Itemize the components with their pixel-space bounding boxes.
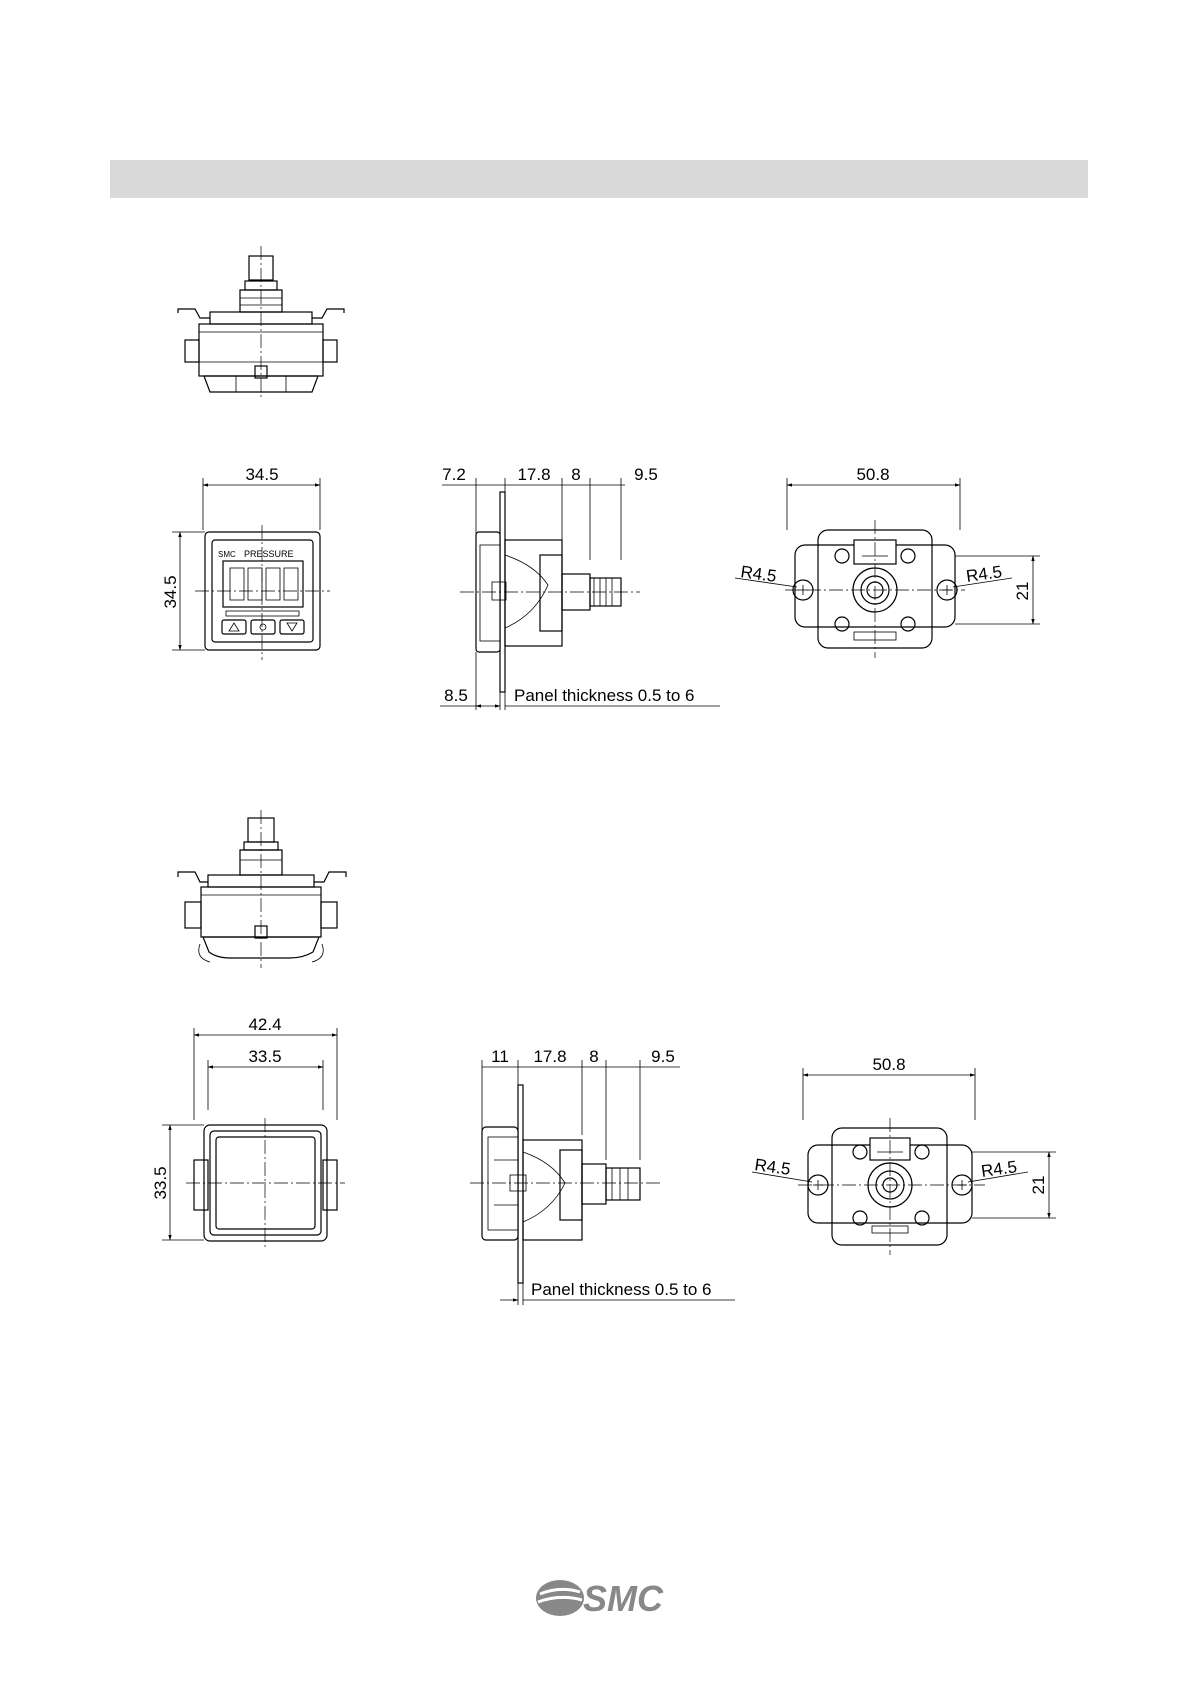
s2-rear-height-label: 21 <box>1029 1176 1048 1195</box>
s2-side-view: 11 17.8 8 9.5 Panel thickness 0.5 to 6 <box>470 1047 735 1305</box>
s2-side-d3-label: 8 <box>589 1047 598 1066</box>
s1-panel-thickness-note: Panel thickness 0.5 to 6 <box>514 686 695 705</box>
s1-front-width-label: 34.5 <box>245 465 278 484</box>
s1-rear-view: 50.8 R4.5 R4.5 21 <box>735 465 1040 658</box>
up-triangle-icon <box>229 623 239 631</box>
s2-rear-width-label: 50.8 <box>872 1055 905 1074</box>
s1-front-view: 34.5 34.5 SMC PRESSURE <box>161 465 330 660</box>
smc-logo-text: SMC <box>583 1578 664 1619</box>
s1-top-view <box>178 246 344 400</box>
s2-front-height-label: 33.5 <box>151 1166 170 1199</box>
s1-rear-width-label: 50.8 <box>856 465 889 484</box>
s1-rear-r-left-label: R4.5 <box>739 562 777 586</box>
s2-side-d4-label: 9.5 <box>651 1047 675 1066</box>
s1-lcd-digits <box>230 568 298 600</box>
s2-rear-view: 50.8 R4.5 R4.5 21 <box>752 1055 1056 1255</box>
s1-rear-r-right-label: R4.5 <box>965 562 1003 586</box>
s2-side-d2-label: 17.8 <box>533 1047 566 1066</box>
s2-panel-thickness-note: Panel thickness 0.5 to 6 <box>531 1280 712 1299</box>
set-dot-icon <box>260 624 266 630</box>
s1-side-view: 7.2 17.8 8 9.5 8.5 Panel thickness 0.5 t… <box>440 465 720 710</box>
smc-logo: SMC <box>536 1578 664 1619</box>
s2-front-inner-width-label: 33.5 <box>248 1047 281 1066</box>
s2-rear-r-left-label: R4.5 <box>753 1155 791 1179</box>
s2-rear-r-right-label: R4.5 <box>980 1157 1018 1181</box>
s1-side-d3-label: 8 <box>571 465 580 484</box>
s1-front-height-label: 34.5 <box>161 575 180 608</box>
s2-front-outer-width-label: 42.4 <box>248 1015 281 1034</box>
s1-set-button[interactable] <box>251 620 275 634</box>
s1-side-d2-label: 17.8 <box>517 465 550 484</box>
s2-top-view <box>178 810 346 968</box>
s1-up-button[interactable] <box>222 620 246 634</box>
s1-rear-height-label: 21 <box>1013 582 1032 601</box>
s1-brand-text: SMC <box>218 550 236 559</box>
s2-front-view: 42.4 33.5 33.5 <box>151 1015 345 1250</box>
s1-down-button[interactable] <box>280 620 304 634</box>
s1-side-d1-label: 7.2 <box>442 465 466 484</box>
s2-side-d1-label: 11 <box>491 1047 509 1066</box>
down-triangle-icon <box>287 623 297 631</box>
s1-side-d5-label: 8.5 <box>444 686 468 705</box>
s1-side-d4-label: 9.5 <box>634 465 658 484</box>
smc-logo-icon <box>536 1580 584 1616</box>
s1-pressure-label: PRESSURE <box>244 549 294 559</box>
